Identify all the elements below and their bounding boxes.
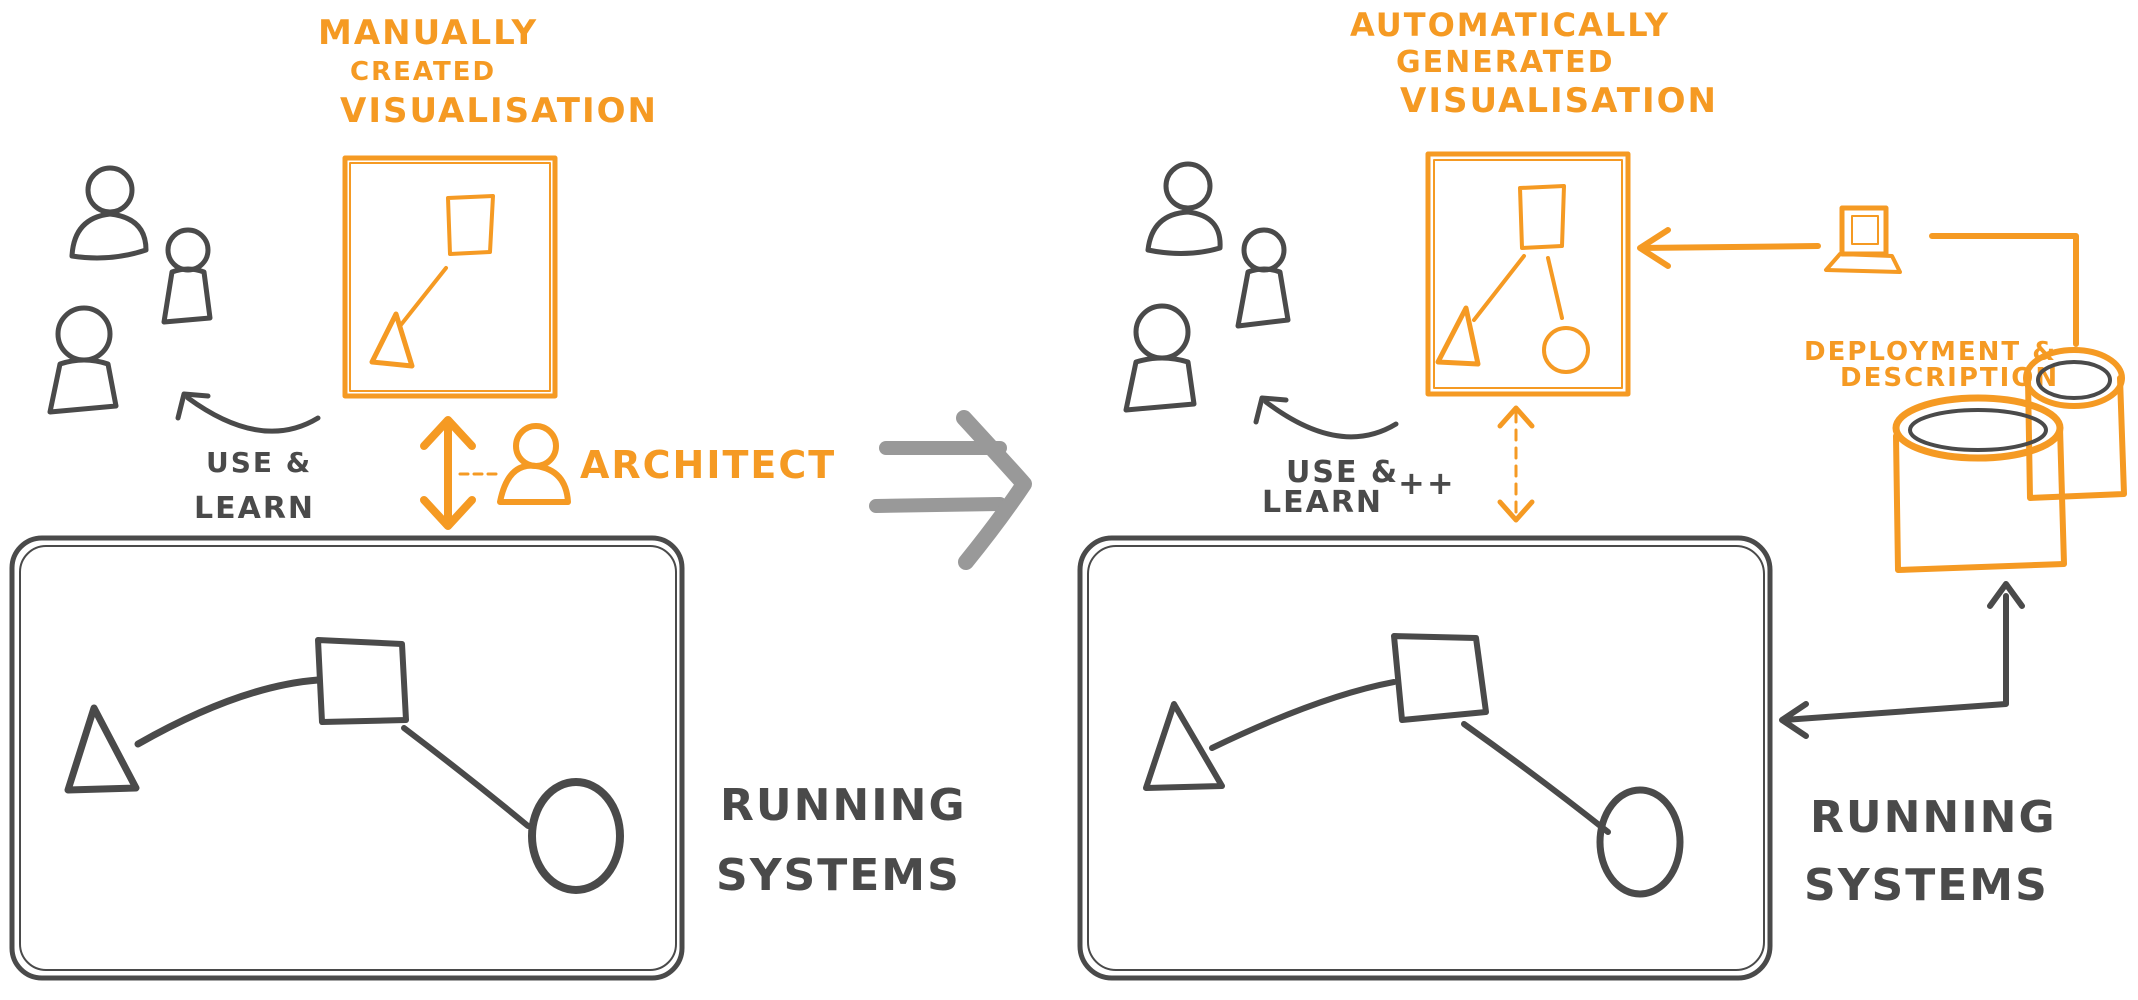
square-icon: [1520, 186, 1564, 248]
left-title-line2: CREATED: [350, 57, 496, 87]
right-title-line2: GENERATED: [1396, 45, 1615, 80]
left-title-line3: VISUALISATION: [340, 91, 658, 131]
right-panel: AUTOMATICALLY GENERATED VISUALISATION DE…: [1080, 6, 2124, 978]
triangle-icon: [372, 314, 412, 366]
left-running-line1: RUNNING: [720, 780, 967, 831]
left-panel: MANUALLY CREATED VISUALISATION: [12, 13, 967, 978]
person-icon: [1148, 164, 1220, 254]
systems-to-database-connector: [1784, 596, 2006, 720]
transition-arrow-icon: [876, 418, 1024, 562]
person-icon: [164, 230, 210, 322]
person-icon: [1238, 230, 1288, 326]
left-use-line1: USE &: [206, 446, 312, 479]
square-icon: [318, 640, 406, 722]
left-running-line2: SYSTEMS: [716, 850, 961, 901]
triangle-icon: [68, 708, 136, 790]
use-learn-arrow: [1266, 402, 1396, 437]
triangle-icon: [1438, 308, 1478, 364]
users-group-left: [50, 168, 210, 412]
person-icon: [500, 426, 568, 502]
database-icon: [1896, 398, 2064, 570]
person-icon: [1126, 306, 1194, 410]
right-title-line3: VISUALISATION: [1400, 81, 1718, 121]
laptop-icon: [1826, 208, 1900, 272]
manual-visualisation-board: [345, 158, 555, 396]
running-systems-box-right: [1080, 538, 1770, 978]
square-icon: [1394, 636, 1486, 720]
circle-icon: [1544, 328, 1588, 372]
person-icon: [72, 168, 146, 258]
right-running-line2: SYSTEMS: [1804, 860, 2049, 911]
users-group-right: [1126, 164, 1288, 410]
left-use-line2: LEARN: [194, 491, 315, 526]
architect-label: ARCHITECT: [580, 443, 836, 487]
laptop-to-board-arrow: [1644, 246, 1818, 248]
generated-visualisation-board: [1428, 154, 1628, 394]
running-systems-box-left: [12, 538, 682, 978]
circle-icon: [532, 782, 620, 890]
architect-figure: ARCHITECT: [424, 420, 836, 526]
square-icon: [448, 196, 493, 254]
circle-icon: [1600, 790, 1680, 894]
plusplus-label: ++: [1398, 464, 1456, 502]
left-title-line1: MANUALLY: [318, 13, 538, 53]
right-running-line1: RUNNING: [1810, 792, 2057, 843]
right-title-line1: AUTOMATICALLY: [1350, 6, 1670, 44]
right-use-line2: LEARN: [1262, 485, 1383, 520]
use-learn-arrow: [188, 398, 318, 431]
person-icon: [50, 308, 116, 412]
